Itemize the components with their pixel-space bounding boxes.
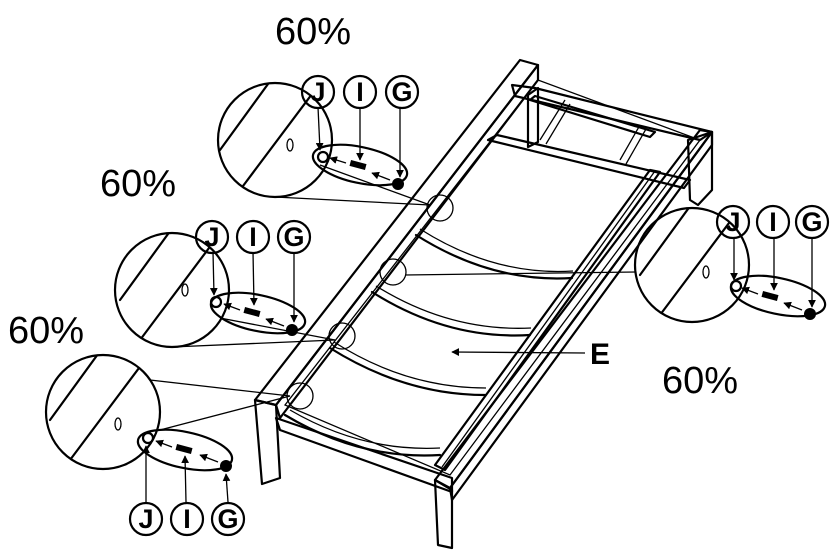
letter-bubbles-right: J I G [715,204,830,240]
letter-j: J [204,222,219,252]
scale-label-right: 60% [662,360,738,402]
bench-frame [253,58,714,550]
scale-label-top: 60% [275,11,351,53]
letter-i: I [183,504,191,534]
letter-g: G [283,222,304,252]
letter-bubbles-middle-left: J I G [194,219,312,255]
detail-callout-top [216,81,431,206]
scale-label-bottom-left: 60% [8,310,84,352]
letter-i: I [769,207,777,237]
letter-bubbles-top: J I G [300,74,420,110]
letter-g: G [217,504,238,534]
letter-j: J [725,207,740,237]
letter-g: G [801,207,822,237]
part-e-label: E [590,338,610,371]
detail-callout-right [404,206,827,324]
scale-label-middle-left: 60% [100,163,176,205]
target-circles [286,194,454,410]
letter-g: G [391,77,412,107]
detail-callout-middle-left [113,231,336,349]
letter-j: J [310,77,325,107]
part-e-callout: E [451,338,610,371]
letter-j: J [138,504,153,534]
letter-bubbles-bottom-left: J I G [128,501,246,537]
letter-i: I [356,77,364,107]
letter-i: I [249,222,257,252]
